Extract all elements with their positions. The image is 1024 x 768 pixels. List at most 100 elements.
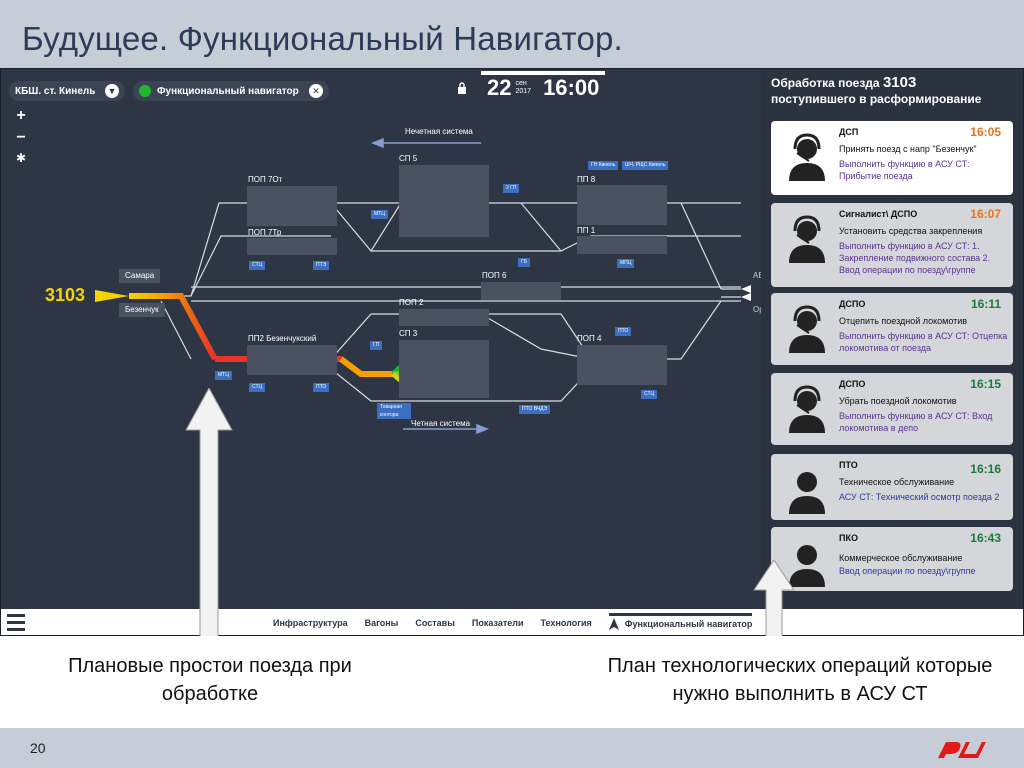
slide-title: Будущее. Функциональный Навигатор.	[22, 20, 623, 57]
track-box-pp2[interactable]	[247, 345, 337, 375]
operation-function: АСУ СТ: Технический осмотр поезда 2	[839, 492, 1000, 502]
train-number-label[interactable]: 3103	[45, 285, 86, 305]
operation-function: Ввод операции по поезду\группе	[839, 566, 976, 576]
zoom-reset-button[interactable]: ✱	[15, 151, 27, 165]
tag-pto[interactable]: ПТЭ	[313, 261, 330, 270]
current-time: 16:00	[543, 75, 600, 100]
track-box-pp1[interactable]	[577, 236, 667, 254]
operation-card[interactable]: Сигналист\ ДСПО 16:07 Установить средств…	[771, 203, 1013, 287]
odd-system-label: Нечетная система	[405, 127, 473, 136]
direction-samara: Самара	[119, 269, 161, 283]
operation-card[interactable]: ДСПО 16:15 Убрать поездной локомотив Вып…	[771, 373, 1013, 445]
track-label-pop4: ПОП 4	[577, 334, 602, 343]
tag-2gp[interactable]: 2 ГП	[503, 184, 520, 193]
tag-mts[interactable]: МТЦ	[371, 210, 388, 219]
tag-tov-kontora[interactable]: Товарная контора	[377, 403, 411, 419]
operation-role: ДСПО	[839, 299, 866, 309]
operation-role: ДСПО	[839, 379, 866, 389]
track-label-pop7tr: ПОП 7Тр	[248, 228, 282, 237]
operation-card[interactable]: ПКО 16:43 Коммерческое обслуживание Ввод…	[771, 527, 1013, 591]
operations-panel: Обработка поезда 3103 поступившего в рас…	[761, 69, 1023, 609]
nav-item-wagons[interactable]: Вагоны	[364, 618, 399, 628]
close-icon[interactable]: ✕	[309, 84, 323, 98]
panel-title-train: 3103	[882, 74, 917, 91]
tag-mpts[interactable]: МПЦ	[617, 259, 635, 268]
tag-gb[interactable]: ГБ	[518, 258, 530, 267]
inspector-avatar-icon	[789, 545, 825, 587]
tag-gp[interactable]: ГП	[370, 341, 383, 350]
operation-action: Коммерческое обслуживание	[839, 553, 963, 563]
right-edge-label-a: АБд	[753, 271, 768, 280]
chevron-down-icon[interactable]: ▼	[105, 84, 119, 98]
zoom-in-button[interactable]: +	[16, 107, 26, 124]
navigator-main: КБШ. ст. Кинель ▼ Функциональный навигат…	[1, 69, 768, 609]
track-box-sp5[interactable]	[399, 165, 489, 237]
date-month: сен	[515, 80, 527, 87]
tag-pto-vchde[interactable]: ПТО ВЧДЭ	[519, 405, 551, 414]
operation-function: Выполнить функцию в АСУ СТ: Отцепка локо…	[839, 331, 1008, 353]
track-box-pop2[interactable]	[399, 309, 489, 326]
operation-action: Принять поезд с напр "Безенчук"	[839, 144, 977, 154]
nav-item-trains[interactable]: Составы	[415, 618, 455, 628]
date-year: 2017	[515, 88, 532, 95]
tag-pto-2[interactable]: ПТО	[313, 383, 330, 392]
operation-card[interactable]: ДСПО 16:11 Отцепить поездной локомотив В…	[771, 293, 1013, 365]
up-arrow-left	[185, 388, 233, 650]
track-label-pop6: ПОП 6	[482, 271, 507, 280]
nav-item-indicators[interactable]: Показатели	[471, 618, 524, 628]
up-arrow-right	[753, 560, 795, 642]
panel-title-line1: Обработка поезда	[771, 76, 880, 90]
operation-function: Выполнить функцию в АСУ СТ: 1. Закреплен…	[839, 241, 991, 275]
operation-time: 16:11	[970, 297, 1001, 311]
operation-action: Убрать поездной локомотив	[839, 396, 957, 406]
nav-item-infrastructure[interactable]: Инфраструктура	[273, 618, 348, 628]
tag-sts-2[interactable]: СТЦ	[249, 383, 266, 392]
app-screen: КБШ. ст. Кинель ▼ Функциональный навигат…	[0, 68, 1024, 636]
tag-gn-kinel[interactable]: ГН Кинель	[588, 161, 619, 170]
operation-card[interactable]: ПТО 16:16 Техническое обслуживание АСУ С…	[771, 454, 1013, 520]
zoom-out-button[interactable]: −	[16, 129, 26, 146]
track-box-pp8[interactable]	[577, 185, 667, 225]
operation-time: 16:15	[970, 377, 1001, 391]
caption-right: План технологических операций которые ну…	[607, 655, 993, 705]
track-label-pp2: ПП2 Безенчукский	[248, 334, 317, 343]
caption-band	[0, 636, 1024, 728]
track-label-pp1: ПП 1	[577, 226, 596, 235]
panel-title: Обработка поезда 3103 поступившего в рас…	[771, 75, 981, 107]
station-selector[interactable]: КБШ. ст. Кинель ▼	[9, 81, 125, 101]
operation-time: 16:05	[970, 125, 1001, 139]
track-box-pop4[interactable]	[577, 345, 667, 385]
tag-pto-3[interactable]: ПТО	[615, 327, 632, 336]
track-box-pop7tr[interactable]	[247, 238, 337, 255]
track-box-sp3[interactable]	[399, 340, 489, 398]
navigator-chip[interactable]: Функциональный навигатор ✕	[133, 81, 329, 101]
tag-sts-3[interactable]: СТЦ	[641, 390, 658, 399]
track-label-pop2: ПОП 2	[399, 298, 424, 307]
status-dot-icon	[139, 85, 151, 97]
operation-card[interactable]: ДСП 16:05 Принять поезд с напр "Безенчук…	[771, 121, 1013, 195]
track-box-pop6[interactable]	[481, 282, 561, 300]
page-number: 20	[30, 740, 46, 756]
inspector-avatar-icon	[789, 472, 825, 514]
operation-role: Сигналист\ ДСПО	[839, 209, 918, 219]
operation-role: ДСП	[839, 127, 859, 137]
operation-function: Выполнить функцию в АСУ СТ: Прибытие пое…	[839, 159, 970, 181]
track-box-pop7ot[interactable]	[247, 186, 337, 226]
nav-item-functional-navigator[interactable]: Функциональный навигатор	[608, 612, 753, 630]
date-month-year: сен 2017	[515, 80, 531, 96]
track-label-sp3: СП 3	[399, 329, 418, 338]
operation-function: Выполнить функцию в АСУ СТ: Вход локомот…	[839, 411, 993, 433]
nav-item-technology[interactable]: Технология	[540, 618, 592, 628]
operation-action: Отцепить поездной локомотив	[839, 316, 968, 326]
dispatcher-avatar-icon	[789, 385, 825, 433]
navigator-chip-label: Функциональный навигатор	[157, 85, 299, 97]
nav-item-functional-navigator-label: Функциональный навигатор	[624, 618, 753, 629]
tag-mts-2[interactable]: МТЦ	[215, 371, 232, 380]
operation-time: 16:16	[970, 462, 1001, 476]
lock-icon	[458, 82, 466, 94]
track-lines	[95, 137, 751, 435]
tag-sts[interactable]: СТЦ	[249, 261, 266, 270]
menu-icon[interactable]	[7, 614, 25, 632]
track-label-pp8: ПП 8	[577, 175, 596, 184]
tag-shch-kinel[interactable]: ШЧ, РЩС Кинель	[622, 161, 669, 170]
